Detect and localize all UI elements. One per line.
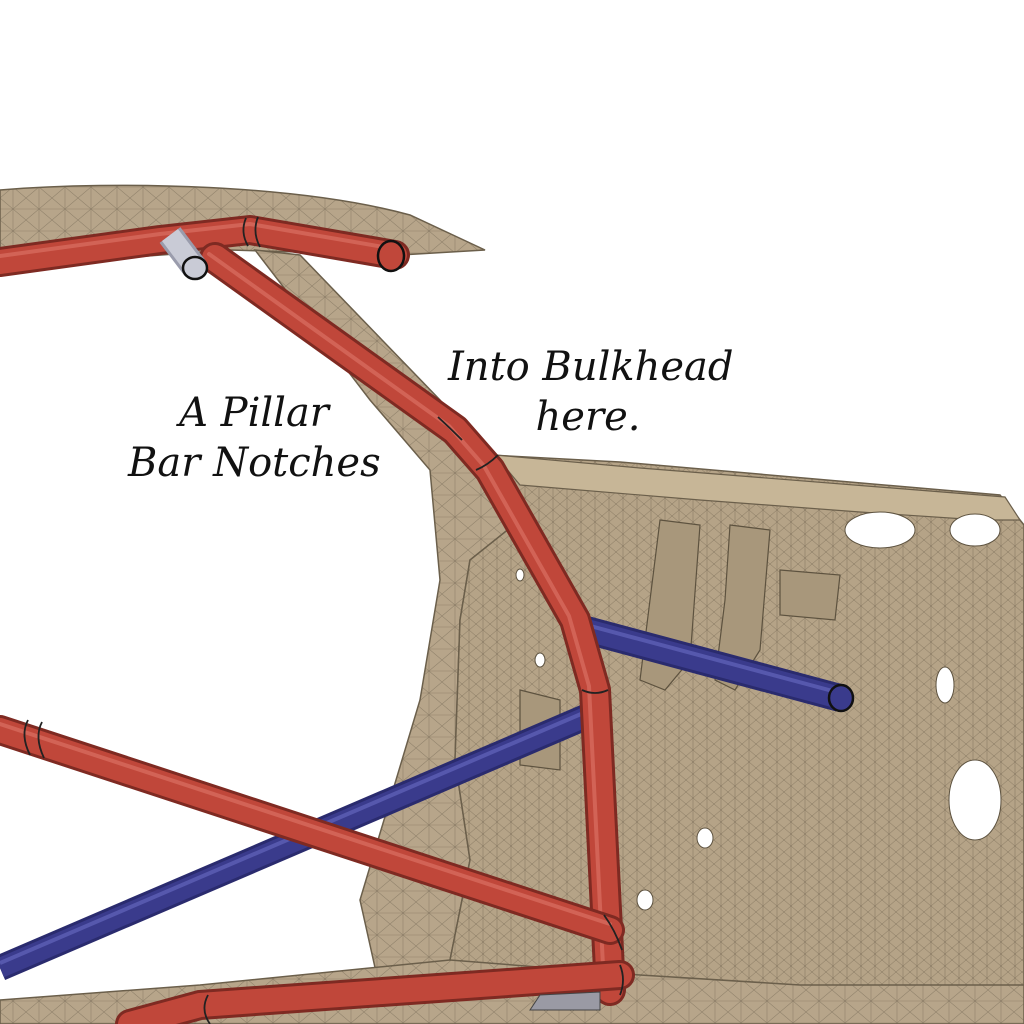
pillar-annotation-line2: Bar Notches bbox=[128, 440, 381, 486]
pillar-annotation-line1: A Pillar bbox=[179, 390, 329, 436]
roof-tube-end bbox=[376, 239, 406, 273]
bulkhead-tube bbox=[564, 611, 855, 713]
bulkhead-annotation: Into Bulkhead here. bbox=[448, 342, 734, 442]
roll-cage-main bbox=[0, 215, 635, 1024]
tube-seams bbox=[23, 216, 624, 1024]
bulkhead-annotation-line1: Into Bulkhead bbox=[448, 344, 734, 390]
bulkhead-brackets bbox=[519, 519, 841, 771]
floor-gusset bbox=[529, 991, 601, 1011]
pillar-annotation: A Pillar Bar Notches bbox=[128, 388, 381, 488]
bulkhead-holes bbox=[515, 511, 1002, 911]
bulkhead-tube-end bbox=[827, 683, 855, 713]
pillar-notch-tube bbox=[159, 227, 209, 281]
bulkhead-annotation-line2: here. bbox=[535, 394, 641, 440]
